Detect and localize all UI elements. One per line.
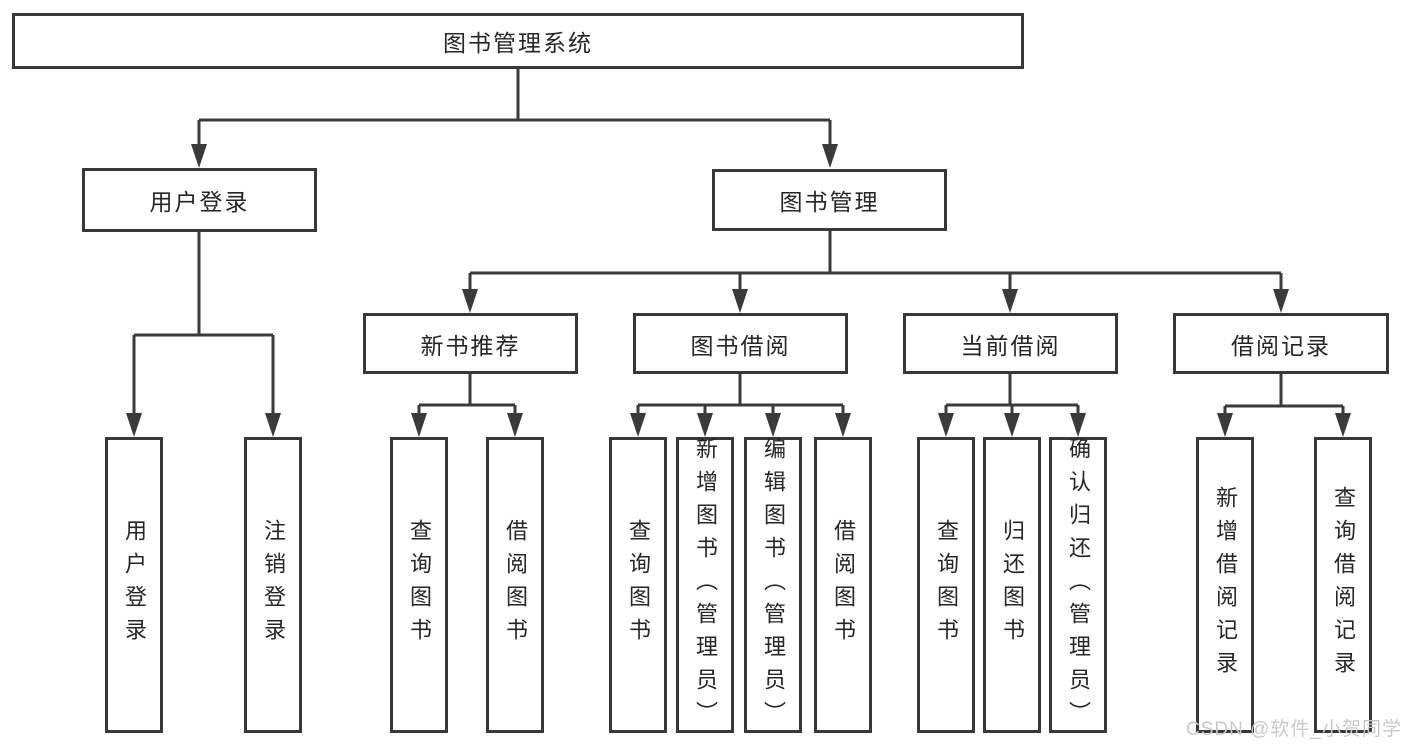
arrowhead-icon (732, 289, 748, 313)
node-label: 借阅图书 (503, 519, 528, 651)
arrowhead-icon (835, 413, 851, 437)
node-label: 新增借阅记录 (1213, 486, 1238, 684)
connector-path (132, 69, 1345, 433)
node-label: 归还图书 (1000, 519, 1025, 651)
arrowhead-icon (1335, 413, 1351, 437)
arrowhead-icon (938, 413, 954, 437)
node-leaf-user-login: 用户登录 (105, 437, 163, 733)
arrowhead-icon (1004, 413, 1020, 437)
node-leaf-query-books-recommend: 查询图书 (390, 437, 448, 733)
node-leaf-add-books-admin: 新增图书（管理员） (676, 436, 734, 734)
arrowhead-icon (191, 144, 207, 168)
node-user-login: 用户登录 (82, 168, 317, 232)
node-label: 查询图书 (407, 519, 432, 651)
node-leaf-confirm-return-admin: 确认归还（管理员） (1049, 436, 1107, 734)
node-leaf-add-borrow-record: 新增借阅记录 (1196, 437, 1254, 733)
arrowhead-icon (630, 413, 646, 437)
arrowhead-icon (265, 413, 281, 437)
node-label: 新增图书（管理员） (693, 436, 718, 734)
node-new-book-recommend: 新书推荐 (363, 313, 578, 374)
node-label: 注销登录 (261, 519, 286, 651)
arrowhead-icon (1070, 413, 1086, 437)
arrowhead-icon (1002, 289, 1018, 313)
node-label: 借阅图书 (831, 519, 856, 651)
csdn-watermark: CSDN @软件_小贺同学 (1186, 719, 1402, 740)
node-leaf-query-books-borrow: 查询图书 (609, 437, 667, 733)
node-leaf-logout: 注销登录 (244, 437, 302, 733)
node-leaf-borrow-books-recommend: 借阅图书 (486, 437, 544, 733)
node-label: 查询图书 (626, 519, 651, 651)
node-root-library-system: 图书管理系统 (12, 13, 1024, 69)
node-book-management: 图书管理 (712, 169, 947, 231)
arrowhead-icon (507, 413, 523, 437)
node-label: 查询借阅记录 (1331, 486, 1356, 684)
node-leaf-return-books: 归还图书 (983, 437, 1041, 733)
node-label: 编辑图书（管理员） (761, 436, 786, 734)
node-book-borrowing: 图书借阅 (633, 313, 848, 374)
node-leaf-query-borrow-record: 查询借阅记录 (1314, 437, 1372, 733)
arrowhead-icon (822, 144, 838, 168)
node-label: 确认归还（管理员） (1066, 436, 1091, 734)
node-leaf-edit-books-admin: 编辑图书（管理员） (744, 436, 802, 734)
node-borrowing-records: 借阅记录 (1173, 313, 1389, 374)
arrowhead-icon (411, 413, 427, 437)
arrowhead-icon (1273, 289, 1289, 313)
arrowhead-icon (462, 289, 478, 313)
node-label: 用户登录 (122, 519, 147, 651)
arrowhead-icon (1217, 413, 1233, 437)
arrowhead-icon (765, 413, 781, 437)
node-leaf-query-books-current: 查询图书 (917, 437, 975, 733)
arrowheads (126, 144, 1351, 437)
node-leaf-borrow-books: 借阅图书 (814, 437, 872, 733)
node-current-borrowing: 当前借阅 (903, 313, 1118, 374)
node-label: 查询图书 (934, 519, 959, 651)
arrowhead-icon (126, 413, 142, 437)
arrowhead-icon (697, 413, 713, 437)
